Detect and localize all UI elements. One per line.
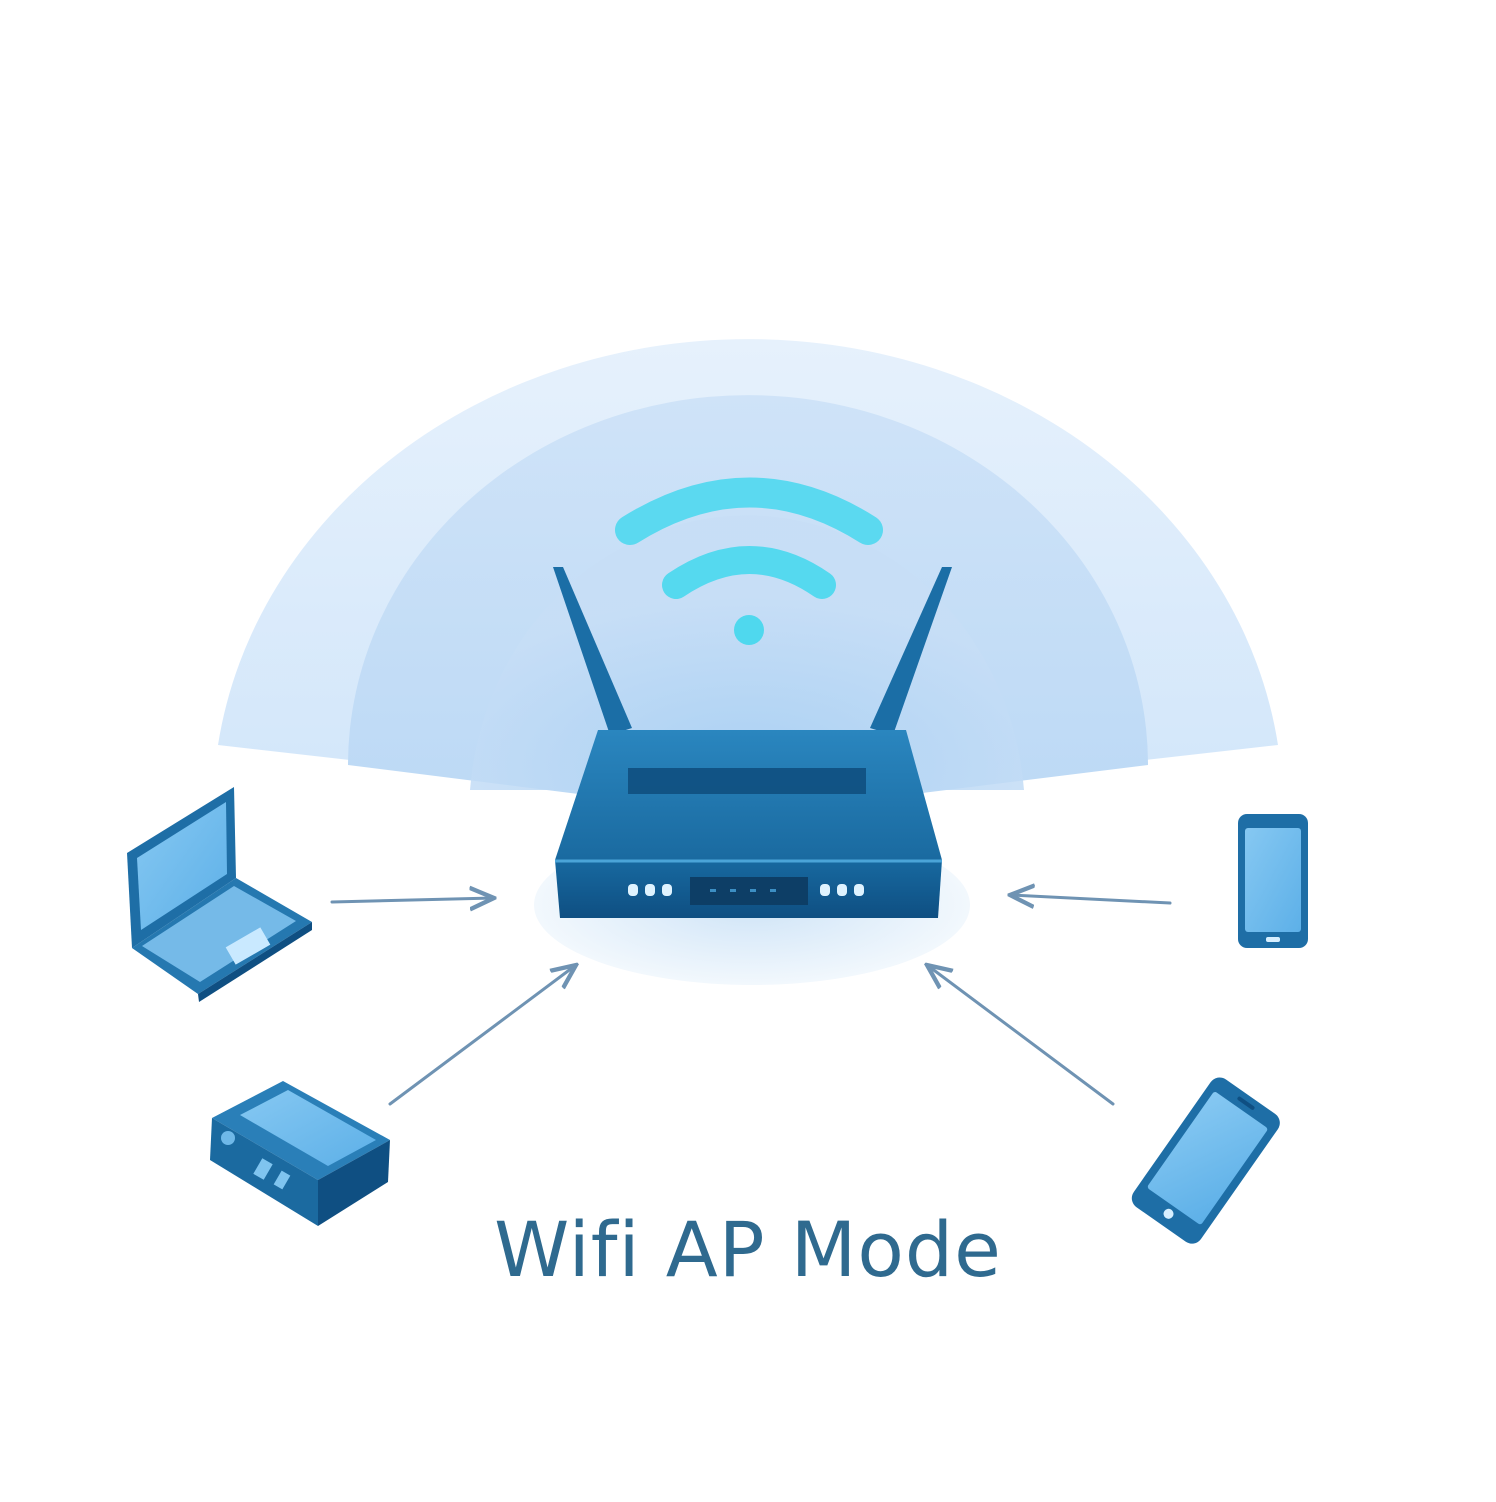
set-top-box-side [318, 1140, 390, 1226]
arrow-laptop-to-router [330, 898, 494, 902]
connection-arrows [330, 895, 1172, 1106]
router-status-lights [628, 884, 864, 896]
arrow-set-top-box-to-router [388, 965, 576, 1106]
router-antenna-right [870, 567, 952, 735]
router-display [690, 877, 808, 905]
arrow-phone-upright-to-router [1010, 895, 1172, 903]
laptop-screen [137, 802, 227, 930]
wifi-router-icon [534, 567, 970, 985]
router-antenna-left [553, 567, 632, 735]
phone-upright-screen [1245, 828, 1301, 932]
set-top-box-icon [210, 1081, 390, 1226]
diagram-caption: Wifi AP Mode [494, 1205, 1002, 1294]
smartphone-icon [1131, 1077, 1280, 1244]
phone-tilted-screen [1147, 1092, 1268, 1225]
smartphone-icon [1238, 814, 1308, 948]
wifi-signal-icon [615, 477, 883, 645]
router-top-slot [628, 768, 866, 794]
router-body-top [555, 730, 942, 860]
arrow-phone-tilted-to-router [927, 965, 1115, 1106]
laptop-icon [127, 787, 312, 1002]
